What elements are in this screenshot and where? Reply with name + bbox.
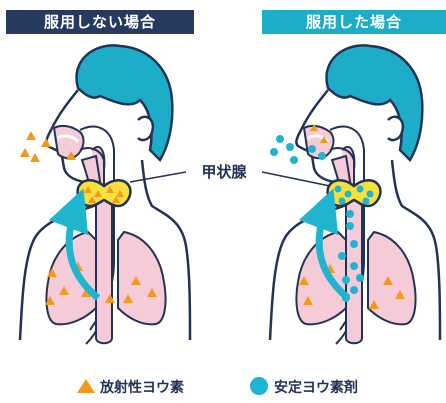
thyroid-label: 甲状腺 (201, 163, 247, 181)
triangle-icon (77, 379, 95, 393)
person-without-medication (20, 45, 190, 344)
legend-label-stable: 安定ヨウ素剤 (274, 379, 358, 396)
legend-label-radioactive: 放射性ヨウ素 (99, 379, 184, 396)
thyroid-leader-right (262, 172, 330, 186)
legend: 放射性ヨウ素 安定ヨウ素剤 (77, 377, 358, 396)
person-with-medication (270, 45, 440, 344)
circle-icon (250, 377, 268, 395)
thyroid-leader-left (130, 172, 186, 182)
